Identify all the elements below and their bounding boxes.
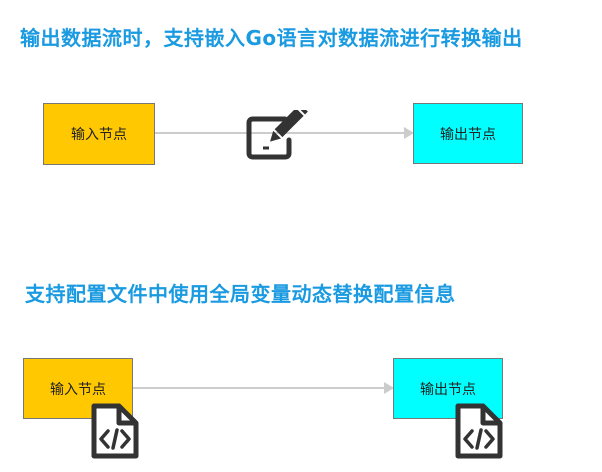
- code-file-icon: [91, 403, 139, 459]
- section2-title: 支持配置文件中使用全局变量动态替换配置信息: [25, 282, 456, 306]
- section1-title: 输出数据流时，支持嵌入Go语言对数据流进行转换输出: [20, 26, 523, 50]
- code-file-icon: [455, 403, 503, 459]
- output-node: 输出节点: [413, 103, 523, 164]
- input-node: 输入节点: [43, 103, 155, 165]
- edit-icon: [246, 110, 308, 160]
- input-node-2: 输入节点: [23, 358, 133, 419]
